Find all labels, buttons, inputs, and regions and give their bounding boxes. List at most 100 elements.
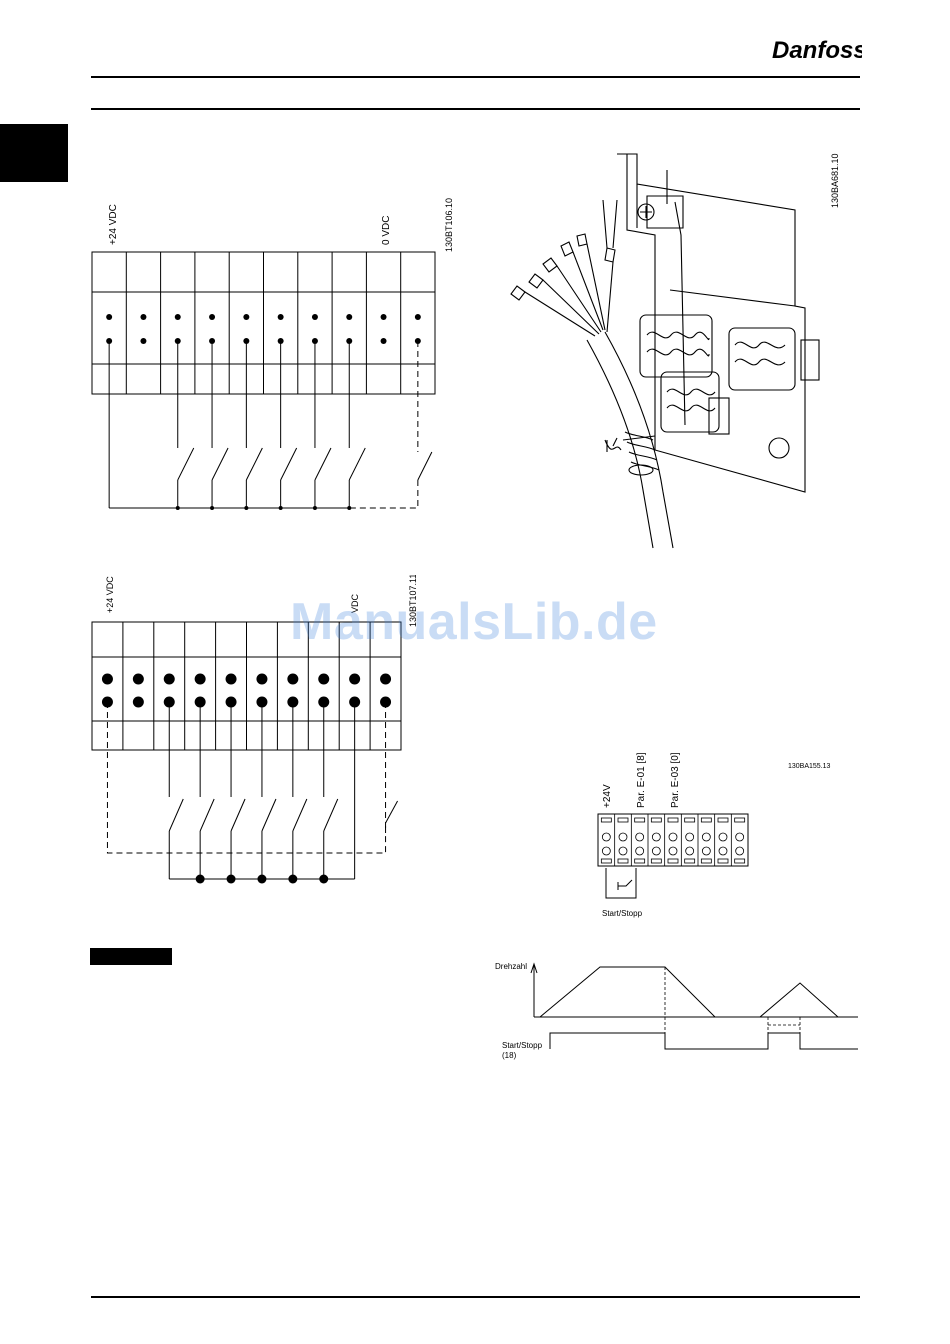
switch-contact (386, 801, 398, 823)
terminal-dot (346, 314, 352, 320)
caption-start-stop: Start/Stopp (602, 909, 643, 918)
terminal-slot (735, 859, 745, 863)
switch-contact (231, 799, 245, 831)
terminal-screw (602, 833, 610, 841)
switch-contact (324, 799, 338, 831)
terminal-screw (686, 847, 694, 855)
switch-contact (178, 448, 194, 480)
terminal-slot (618, 818, 628, 822)
terminal-slot (718, 818, 728, 822)
spring-clamp-3 (661, 372, 719, 432)
terminal-screw (669, 847, 677, 855)
chapter-tab (0, 124, 68, 182)
terminal-dot (106, 314, 112, 320)
figure-cable-terminal: 130BA681.10 (495, 140, 855, 550)
terminal-dot (195, 674, 206, 685)
terminal-screw (719, 847, 727, 855)
terminal-screw (702, 847, 710, 855)
bus-node (257, 875, 266, 884)
switch-contact (212, 448, 228, 480)
figure-code: 130BA681.10 (830, 153, 840, 208)
footer-rule (91, 1296, 860, 1298)
figure-speed-timing: Drehzahl Start/Stopp (18) (490, 955, 870, 1070)
terminal-slot (618, 859, 628, 863)
terminal-screw (652, 833, 660, 841)
speed-curve-1 (540, 967, 715, 1017)
terminal-screw (669, 833, 677, 841)
bus-node (176, 506, 180, 510)
terminal-dot (164, 674, 175, 685)
switch-contact (293, 799, 307, 831)
switch-contact (281, 448, 297, 480)
terminal-dot (278, 314, 284, 320)
label-24vdc: +24 VDC (108, 204, 119, 245)
label-0vdc: 0 VDC (381, 216, 392, 245)
terminal-slot (685, 818, 695, 822)
terminal-block (92, 252, 435, 394)
terminal-dot (312, 314, 318, 320)
terminal-dot (256, 674, 267, 685)
header-rule-top (91, 76, 860, 78)
terminal-dot (415, 314, 421, 320)
terminal-dot (243, 314, 249, 320)
terminal-screw (619, 833, 627, 841)
figure-code: 130BA155.13 (788, 763, 831, 770)
header-rule-bottom (91, 108, 860, 110)
terminal-dot (226, 674, 237, 685)
terminal-dot (381, 314, 387, 320)
label-par-e01: Par. E-01 [8] (636, 752, 647, 808)
switch-contact (418, 452, 432, 480)
label-par-e03: Par. E-03 [0] (670, 752, 681, 808)
label-drehzahl: Drehzahl (495, 962, 527, 971)
spring-clamp-1 (640, 315, 712, 377)
terminal-slot (701, 818, 711, 822)
label-start-stopp: Start/Stopp (502, 1041, 543, 1050)
terminal-dot (133, 697, 144, 708)
terminal-slot (718, 859, 728, 863)
danfoss-logo: Danfoss (770, 32, 862, 70)
terminal-dot (140, 314, 146, 320)
bus-node (210, 506, 214, 510)
terminal-slot (685, 859, 695, 863)
terminal-screw (736, 847, 744, 855)
note-label-bar (90, 948, 172, 965)
terminal-slot (601, 818, 611, 822)
bus-node (319, 875, 328, 884)
terminal-dot (381, 338, 387, 344)
label-24vdc: +24 VDC (105, 576, 115, 613)
terminal-screw (636, 847, 644, 855)
bus-node (313, 506, 317, 510)
terminal-slot (651, 859, 661, 863)
switch-contact (169, 799, 183, 831)
terminal-slot (668, 859, 678, 863)
terminal-screw (602, 847, 610, 855)
terminal-screw (686, 833, 694, 841)
switch-contact (315, 448, 331, 480)
speed-curve-2 (760, 983, 838, 1017)
figure-start-stop-terminal: 130BA155.13 +24V Par. E-01 [8] Par. E-03… (592, 750, 852, 925)
terminal-slot (635, 818, 645, 822)
label-24v: +24V (602, 784, 613, 808)
terminal-dot (209, 314, 215, 320)
terminal-dot (318, 674, 329, 685)
figure-code: 130BT106.10 (444, 198, 454, 252)
terminal-slot (735, 818, 745, 822)
terminal-dot (175, 314, 181, 320)
terminal-screw (736, 833, 744, 841)
switch-contact (349, 448, 365, 480)
dashed-wire (349, 341, 418, 508)
bus-node (279, 506, 283, 510)
bus-node (288, 875, 297, 884)
terminal-block (598, 814, 748, 866)
figure-wiring-24v: +24 VDC 0 VDC 130BT106.10 (80, 190, 480, 530)
terminal-slot (601, 859, 611, 863)
terminal-slot (635, 859, 645, 863)
terminal-screw (619, 847, 627, 855)
bus-node (227, 875, 236, 884)
brand-text: Danfoss (772, 37, 862, 64)
terminal-slot (668, 818, 678, 822)
terminal-screw (652, 847, 660, 855)
terminal-dot (287, 674, 298, 685)
watermark-text: ManualsLib.de (290, 592, 658, 652)
switch-contact (246, 448, 262, 480)
